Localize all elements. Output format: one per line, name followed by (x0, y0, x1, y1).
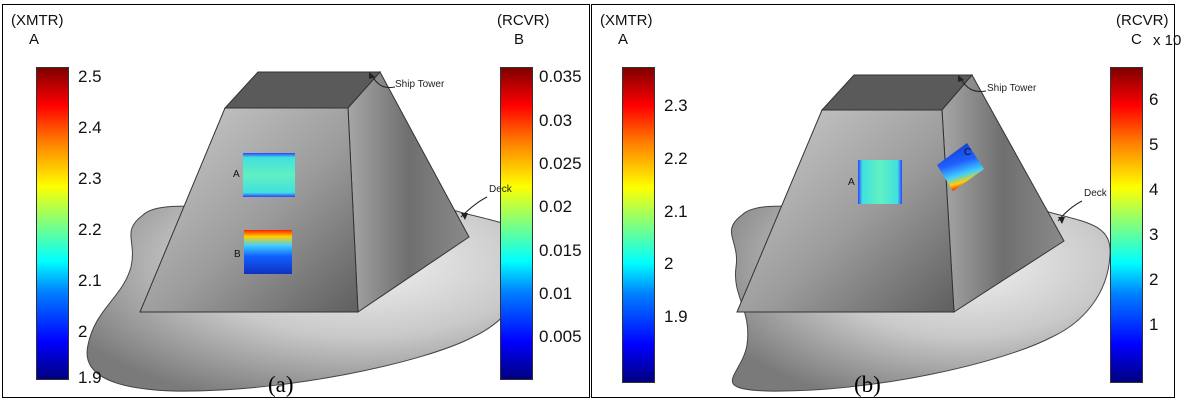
colorbar-rcvr-a (500, 67, 533, 380)
rcvr-role-label-a: (RCVR) (497, 12, 550, 29)
patch-a-a (243, 153, 295, 197)
ship-tower-annotation-b: Ship Tower (987, 83, 1037, 94)
tick-label: 3 (1149, 225, 1159, 244)
tick-label: 4 (1149, 180, 1159, 199)
tick-label: 2.2 (78, 220, 102, 239)
tick-label: 0.03 (539, 111, 573, 130)
tick-label: 2.2 (664, 149, 688, 168)
tick-label: 0.005 (539, 327, 582, 346)
rcvr-letter-label-a: B (514, 31, 525, 48)
tick-label: 0.01 (539, 284, 573, 303)
tick-label: 2.3 (664, 96, 688, 115)
deck-annotation-a: Deck (489, 184, 512, 195)
xmtr-role-label-b: (XMTR) (600, 12, 653, 29)
xmtr-letter-label-a: A (29, 31, 40, 48)
patch-label-a: A (233, 169, 240, 180)
tick-label: 2.3 (78, 169, 102, 188)
tick-label: 2.1 (664, 202, 688, 221)
panel-a: (XMTR) A 2.5 2.4 2.3 2.2 2.1 2 1.9 (RCVR… (2, 4, 590, 398)
tick-label: 2.5 (78, 67, 102, 86)
rcvr-role-label-b: (RCVR) (1116, 12, 1169, 29)
colorbar-multiplier-b: x 10 (1153, 32, 1181, 49)
patch-a-b (858, 160, 902, 204)
ship-scene-b (731, 74, 1111, 392)
tick-label: 2 (1149, 270, 1159, 289)
caption-b: (b) (854, 372, 881, 397)
patch-label-c: C (964, 147, 972, 158)
panel-b: (XMTR) A 2.3 2.2 2.1 2 1.9 (RCVR) C x 10… (591, 4, 1181, 398)
xmtr-letter-label-b: A (618, 31, 629, 48)
tick-label: 1.9 (78, 368, 102, 387)
patch-b-a (244, 230, 292, 274)
ship-tower-annotation-a: Ship Tower (395, 79, 445, 90)
tick-label: 2 (78, 322, 88, 341)
tick-label: 6 (1149, 90, 1159, 109)
tick-label: 0.02 (539, 197, 573, 216)
tower-front-a (139, 107, 359, 313)
rcvr-letter-label-b: C (1131, 31, 1142, 48)
patch-label-b: B (234, 249, 241, 260)
tick-label: 0.035 (539, 67, 582, 86)
patch-c-b (937, 143, 984, 191)
xmtr-role-label-a: (XMTR) (11, 12, 64, 29)
tick-label: 0.015 (539, 241, 582, 260)
tick-label: 0.025 (539, 154, 582, 173)
ship-scene-a (86, 71, 532, 392)
tick-label: 2 (664, 254, 674, 273)
colorbar-xmtr-b (622, 67, 655, 383)
caption-a: (a) (268, 372, 294, 397)
tick-label: 1 (1149, 315, 1159, 334)
deck-annotation-b: Deck (1084, 188, 1107, 199)
colorbar-xmtr-a (36, 67, 69, 380)
tick-label: 1.9 (664, 307, 688, 326)
tick-label: 5 (1149, 135, 1159, 154)
patch-label-a: A (848, 177, 855, 188)
tick-label: 2.4 (78, 118, 102, 137)
tick-label: 2.1 (78, 271, 102, 290)
colorbar-rcvr-c-b (1110, 67, 1143, 383)
